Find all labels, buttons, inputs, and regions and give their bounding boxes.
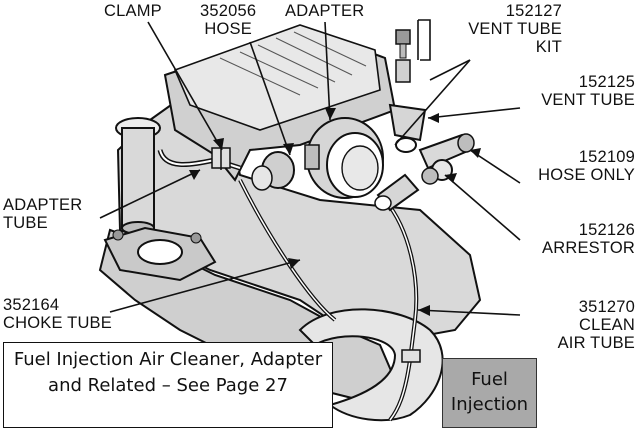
- label-hose-only-name: HOSE ONLY: [538, 166, 635, 184]
- label-vent-tube-name: VENT TUBE: [541, 91, 635, 109]
- label-hose-352056-number: 352056: [200, 2, 257, 20]
- oil-filler-cap: [115, 117, 161, 235]
- label-adapter: ADAPTER: [285, 2, 364, 20]
- label-hose-352056-name: HOSE: [204, 20, 252, 38]
- label-vent-tube-kit: 152127 VENT TUBE KIT: [468, 2, 562, 56]
- exhaust-flange: [103, 226, 217, 282]
- label-adapter-tube: ADAPTER TUBE: [3, 196, 82, 232]
- air-cleaner-ribs: [219, 31, 367, 96]
- arrowheads: [189, 108, 481, 316]
- badge-line2: Injection: [450, 394, 529, 415]
- label-clean-air-tube-name: AIR TUBE: [557, 334, 635, 352]
- adapter-part: [304, 117, 384, 199]
- label-vent-tube-kit-name: VENT TUBE: [468, 20, 562, 38]
- label-hose-only: 152109 HOSE ONLY: [538, 148, 635, 184]
- label-clean-air-tube: 351270 CLEAN AIR TUBE: [558, 298, 635, 352]
- badge-line1: Fuel: [471, 369, 508, 390]
- label-hose-352056: 352056 HOSE: [200, 2, 256, 38]
- label-choke-tube-number: 352164: [3, 296, 60, 314]
- tube-connector-part: [374, 173, 420, 212]
- fuel-injection-badge: Fuel Injection: [442, 358, 537, 428]
- arrestor-part: [421, 159, 453, 185]
- label-clamp-line: CLAMP: [104, 2, 162, 20]
- label-arrestor-name: ARRESTOR: [542, 239, 635, 257]
- label-adapter-tube-line1: ADAPTER: [3, 196, 83, 214]
- leader-lines: [99, 19, 521, 316]
- label-clamp: CLAMP: [104, 2, 162, 20]
- reference-note-box: Fuel Injection Air Cleaner, Adapter and …: [3, 342, 333, 428]
- hose-352056-part: [251, 151, 295, 191]
- clean-air-tube-clip: [401, 349, 421, 363]
- label-hose-only-number: 152109: [578, 148, 635, 166]
- label-vent-tube-number: 152125: [578, 73, 635, 91]
- manifold-runner: [298, 308, 444, 422]
- label-vent-tube-kit-kit: KIT: [535, 38, 562, 56]
- label-vent-tube-kit-number: 152127: [505, 2, 562, 20]
- vent-tube-part: [388, 103, 427, 153]
- label-arrestor-number: 152126: [578, 221, 635, 239]
- label-clean-air-tube-number: 351270: [578, 298, 635, 316]
- reference-note-line1: Fuel Injection Air Cleaner, Adapter: [13, 349, 323, 370]
- label-arrestor: 152126 ARRESTOR: [542, 221, 635, 257]
- label-clean-air-tube-clean: CLEAN: [578, 316, 635, 334]
- label-adapter-line: ADAPTER: [285, 2, 365, 20]
- label-choke-tube: 352164 CHOKE TUBE: [3, 296, 112, 332]
- label-adapter-tube-line2: TUBE: [3, 214, 48, 232]
- vent-tube-kit-parts: [395, 29, 411, 83]
- label-vent-tube: 152125 VENT TUBE: [541, 73, 635, 109]
- label-choke-tube-name: CHOKE TUBE: [3, 314, 112, 332]
- reference-note-line2: and Related – See Page 27: [48, 375, 288, 396]
